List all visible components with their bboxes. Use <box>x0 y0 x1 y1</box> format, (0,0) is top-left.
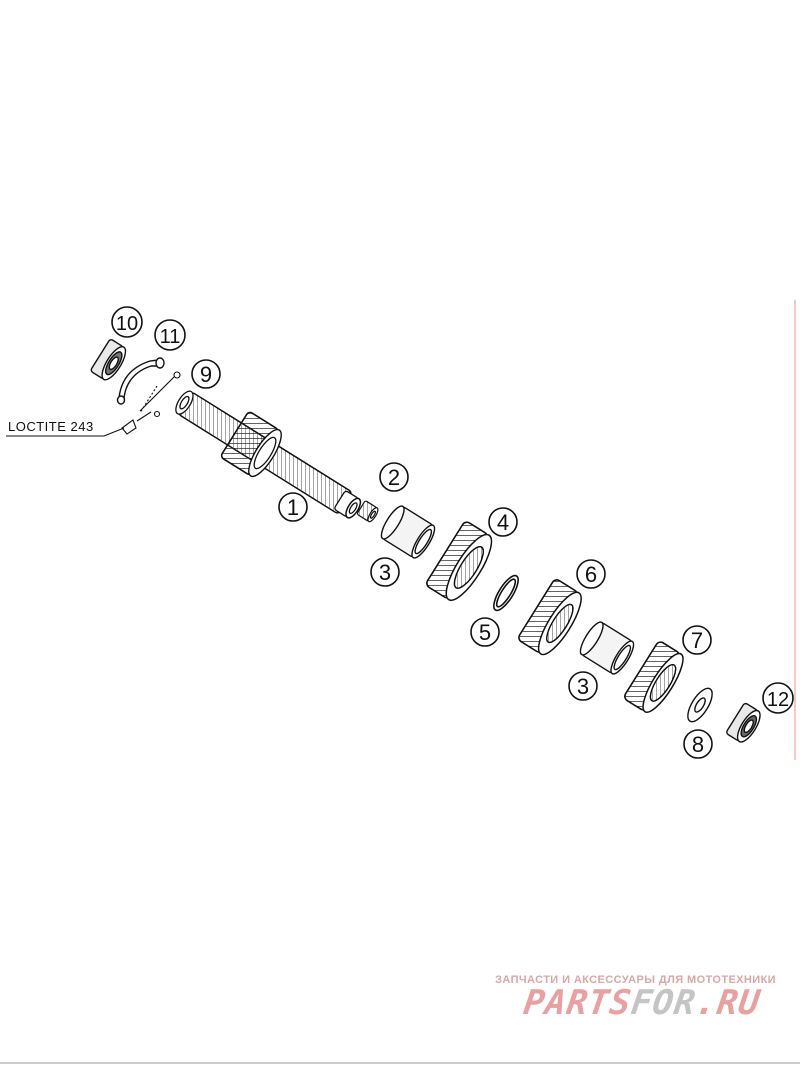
callout-5-label: 5 <box>479 620 491 645</box>
callout-7: 7 <box>682 625 712 655</box>
circlip-5 <box>493 574 519 612</box>
callout-10: 10 <box>111 306 143 338</box>
callout-11: 11 <box>154 319 186 351</box>
callout-12-label: 12 <box>767 689 789 711</box>
callout-4-label: 4 <box>497 510 509 535</box>
bearing-10 <box>90 339 127 381</box>
retaining-bracket-11 <box>116 357 165 405</box>
callout-3b-label: 3 <box>577 674 589 699</box>
callout-7-label: 7 <box>691 628 703 653</box>
gear-7 <box>624 641 684 713</box>
callout-1: 1 <box>278 492 308 522</box>
callout-11-label: 11 <box>160 326 181 348</box>
callout-3a: 3 <box>370 557 400 587</box>
callout-6-label: 6 <box>585 562 597 587</box>
washer-8 <box>687 687 713 723</box>
loctite-label: LOCTITE 243 <box>8 419 94 434</box>
watermark-logo: PARTSFOR.RU <box>521 983 763 1023</box>
loctite-leader <box>6 427 125 437</box>
callout-1-label: 1 <box>287 495 299 520</box>
callout-10-label: 10 <box>116 313 138 335</box>
callout-5: 5 <box>470 617 500 647</box>
screws-9 <box>121 371 181 435</box>
gear-6 <box>518 579 582 656</box>
callout-3a-label: 3 <box>379 560 391 585</box>
bearing-12 <box>726 702 761 743</box>
callout-8: 8 <box>683 729 713 759</box>
watermark-logo-part1: PARTS <box>520 983 634 1023</box>
callout-9: 9 <box>191 359 221 389</box>
bushing-b <box>579 621 635 675</box>
callout-12: 12 <box>762 682 794 714</box>
watermark-logo-part2: FOR <box>628 983 699 1023</box>
watermark-logo-part3: .RU <box>692 983 763 1023</box>
callout-8-label: 8 <box>692 732 704 757</box>
watermark-tagline: ЗАПЧАСТИ И АКСЕССУАРЫ ДЛЯ МОТОТЕХНИКИ <box>495 974 776 986</box>
callout-9-label: 9 <box>200 362 212 387</box>
main-shaft <box>175 390 362 519</box>
callout-2: 2 <box>379 462 409 492</box>
needle-bearing <box>356 500 379 523</box>
callout-6: 6 <box>576 559 606 589</box>
gear-4 <box>426 521 493 602</box>
callout-4: 4 <box>488 507 518 537</box>
bushing-a <box>380 505 436 559</box>
callout-3b: 3 <box>568 671 598 701</box>
callout-2-label: 2 <box>388 465 400 490</box>
